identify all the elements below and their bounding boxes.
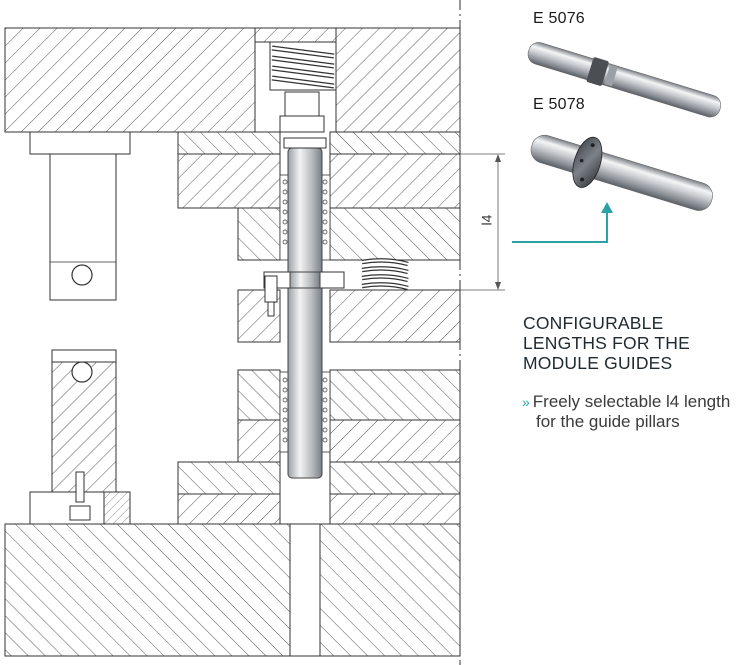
feature-heading: CONFIGURABLE LENGTHS FOR THE MODULE GUID…	[523, 313, 691, 373]
product-e5076-image	[527, 42, 722, 118]
middle-spring	[361, 258, 409, 291]
feature-bullet: »Freely selectable l4 length for the gui…	[522, 392, 742, 431]
product-code-e5076: E 5076	[533, 10, 585, 27]
guide-pillar	[263, 137, 345, 479]
product-code-e5078: E 5078	[533, 96, 585, 113]
flange-screw	[264, 275, 278, 317]
bullet-marker-icon: »	[522, 394, 530, 410]
ball-cage-upper	[279, 174, 331, 261]
product-e5078-image	[530, 134, 713, 211]
top-spring	[269, 41, 337, 133]
guide-plates	[177, 131, 461, 525]
dimension-l4	[460, 153, 505, 291]
bullet-text: Freely selectable l4 length for the guid…	[532, 392, 731, 431]
teal-arrow	[512, 202, 613, 243]
lower-left-pin	[29, 349, 131, 525]
top-plate	[4, 27, 461, 133]
left-pin	[29, 131, 131, 301]
dimension-label-l4: l4	[478, 214, 495, 226]
bottom-plate	[4, 523, 461, 657]
